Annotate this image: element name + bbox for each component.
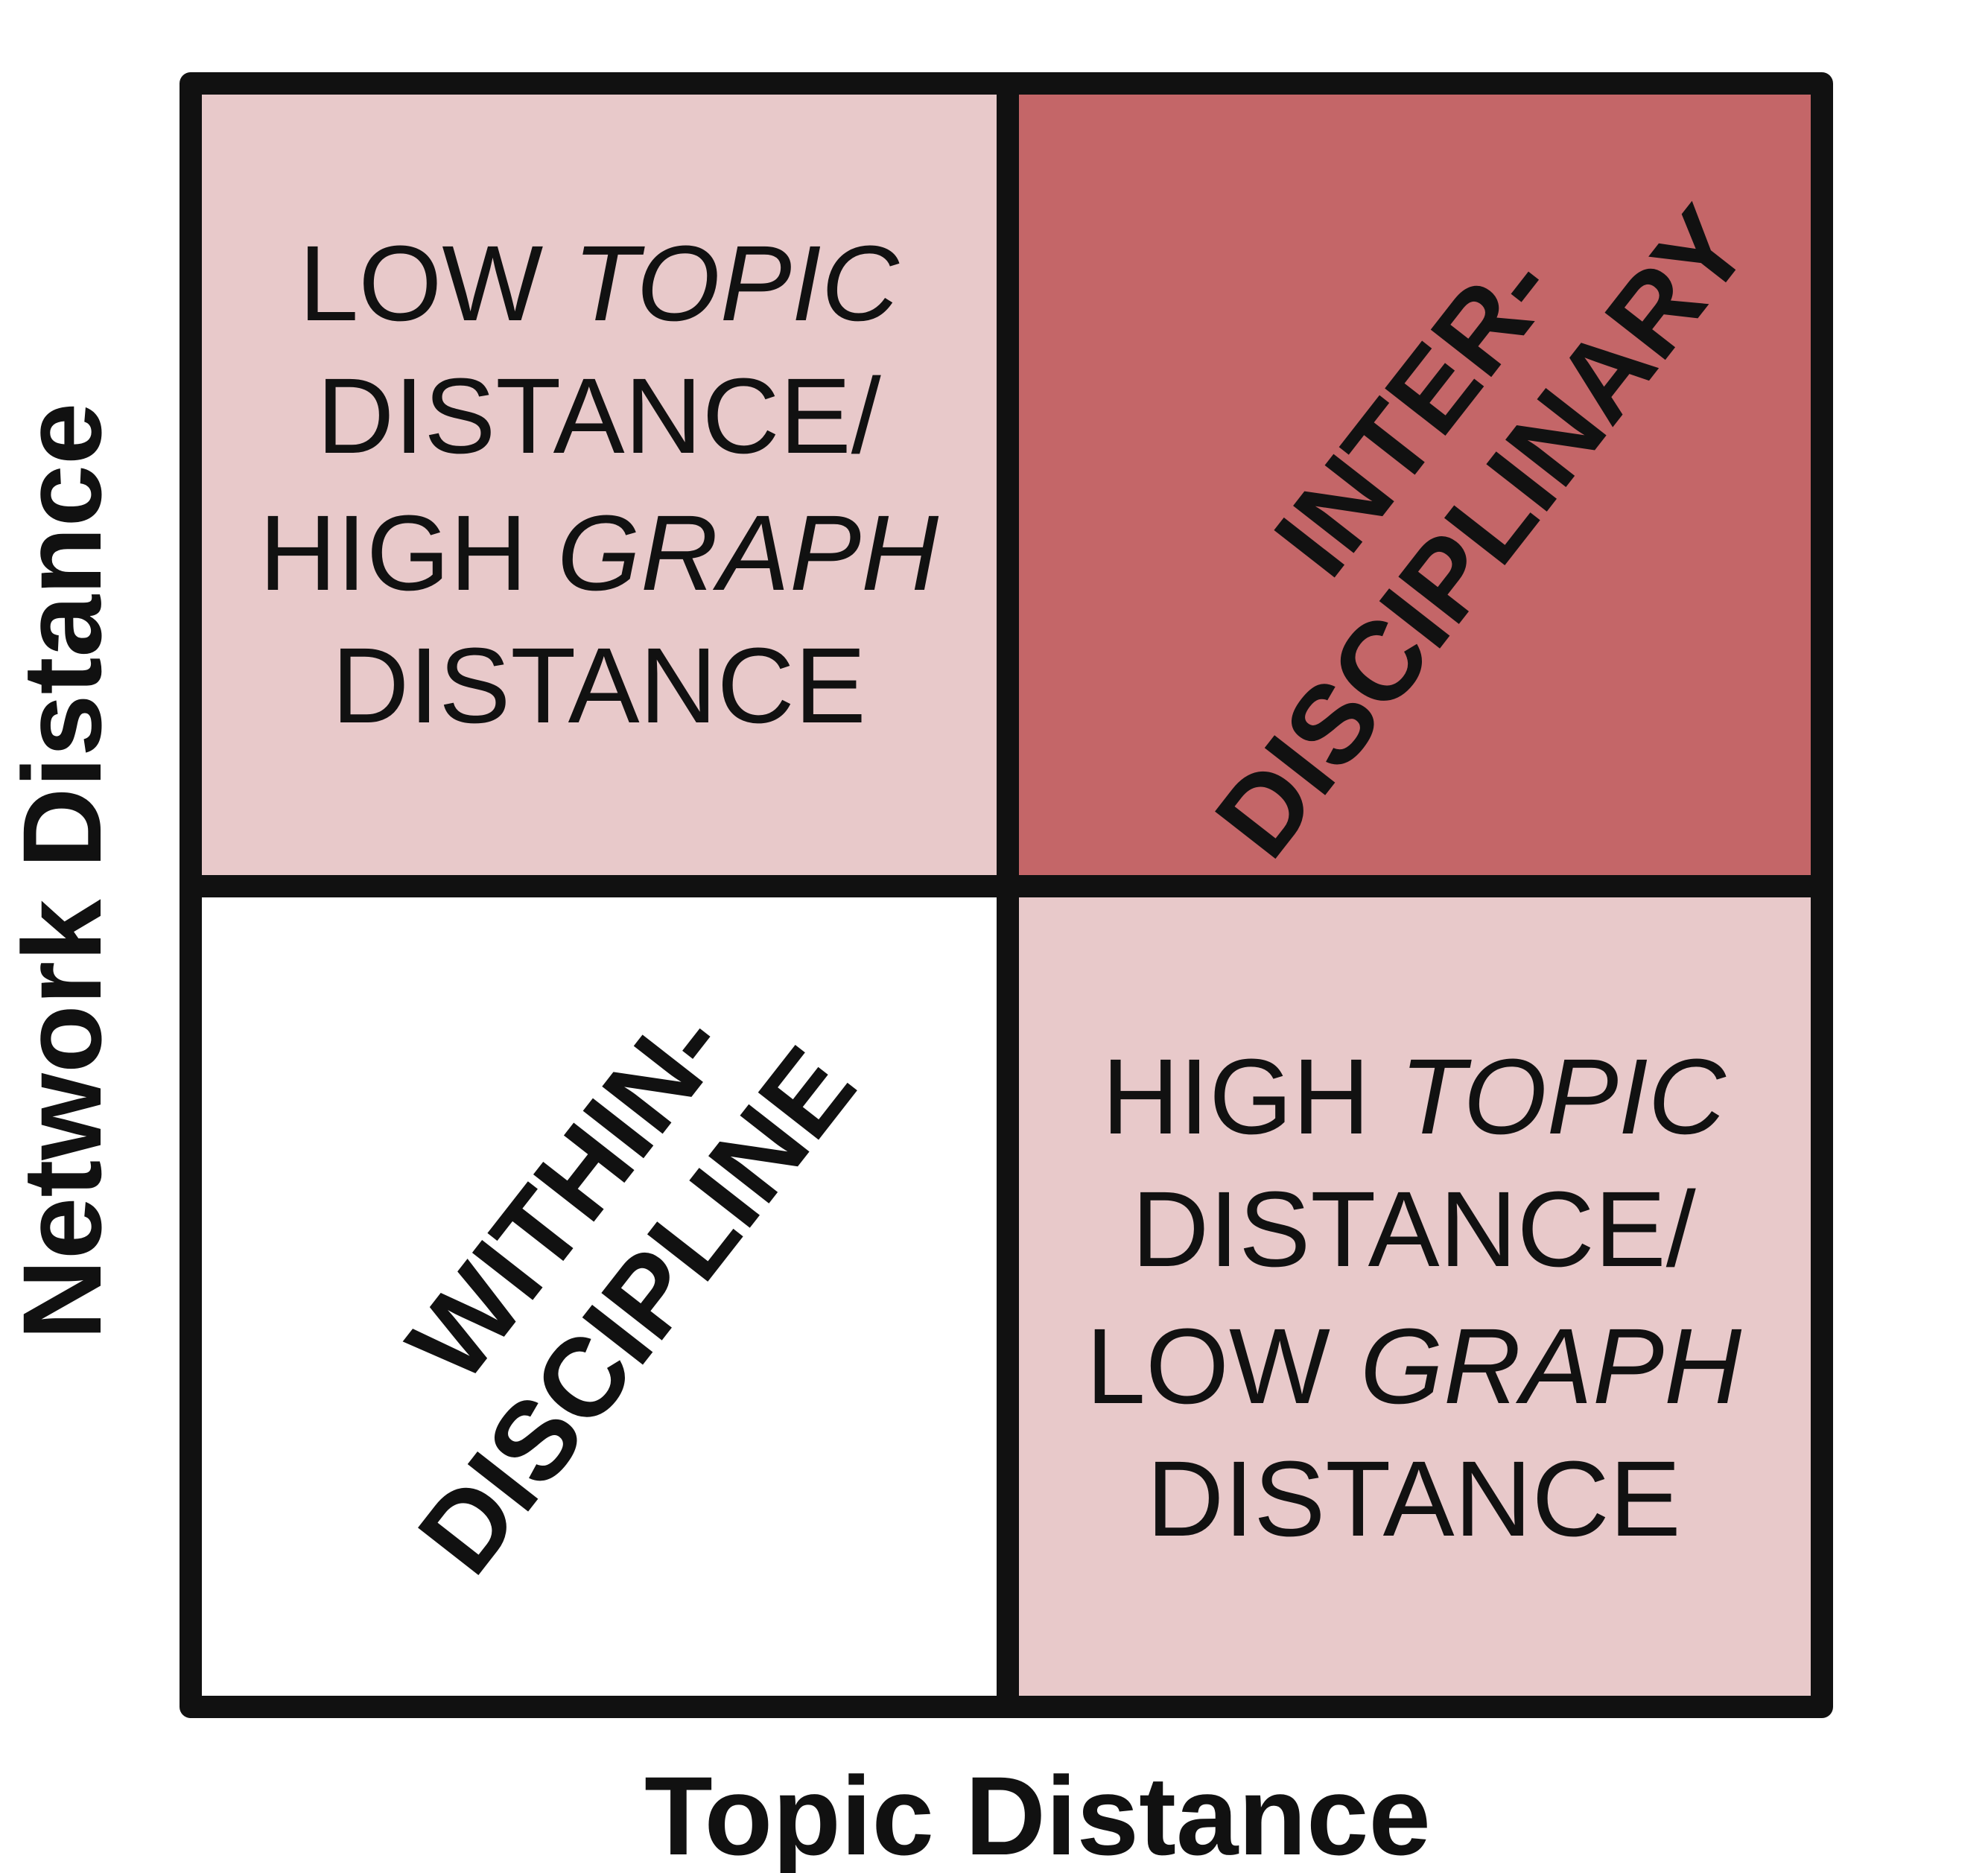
bottom-right-line-1-part-2: TOPIC: [1400, 1037, 1726, 1157]
top-left-line-3-part-2: GRAPH: [557, 493, 939, 613]
quadrant-high-topic-low-graph: [1008, 886, 1822, 1707]
top-left-line-3: HIGH GRAPH: [259, 493, 939, 613]
bottom-right-line-4: DISTANCE: [1146, 1439, 1680, 1559]
bottom-right-line-2: DISTANCE/: [1131, 1169, 1696, 1289]
top-left-line-1-part-1: LOW: [299, 223, 573, 343]
bottom-right-line-2-part-1: DISTANCE/: [1131, 1169, 1696, 1289]
top-left-line-4-part-1: DISTANCE: [331, 626, 866, 745]
top-left-line-3-part-1: HIGH: [259, 493, 557, 613]
bottom-right-line-1-part-1: HIGH: [1102, 1037, 1400, 1157]
top-left-line-1-part-2: TOPIC: [573, 223, 899, 343]
bottom-right-line-3-part-1: LOW: [1086, 1306, 1360, 1426]
top-left-line-1: LOW TOPIC: [299, 223, 899, 343]
bottom-right-line-3: LOW GRAPH: [1086, 1306, 1742, 1426]
quadrant-within-discipline: [191, 886, 1008, 1707]
top-left-line-2: DISTANCE/: [317, 356, 881, 476]
bottom-right-line-3-part-2: GRAPH: [1360, 1306, 1742, 1426]
top-left-line-4: DISTANCE: [331, 626, 866, 745]
quadrant-interdisciplinary: [1008, 83, 1822, 886]
quadrant-low-topic-high-graph: [191, 83, 1008, 886]
y-axis-label: Network Distance: [0, 403, 124, 1341]
x-axis-label: Topic Distance: [644, 1753, 1431, 1873]
bottom-right-line-4-part-1: DISTANCE: [1146, 1439, 1680, 1559]
bottom-right-line-1: HIGH TOPIC: [1102, 1037, 1726, 1157]
top-left-line-2-part-1: DISTANCE/: [317, 356, 881, 476]
